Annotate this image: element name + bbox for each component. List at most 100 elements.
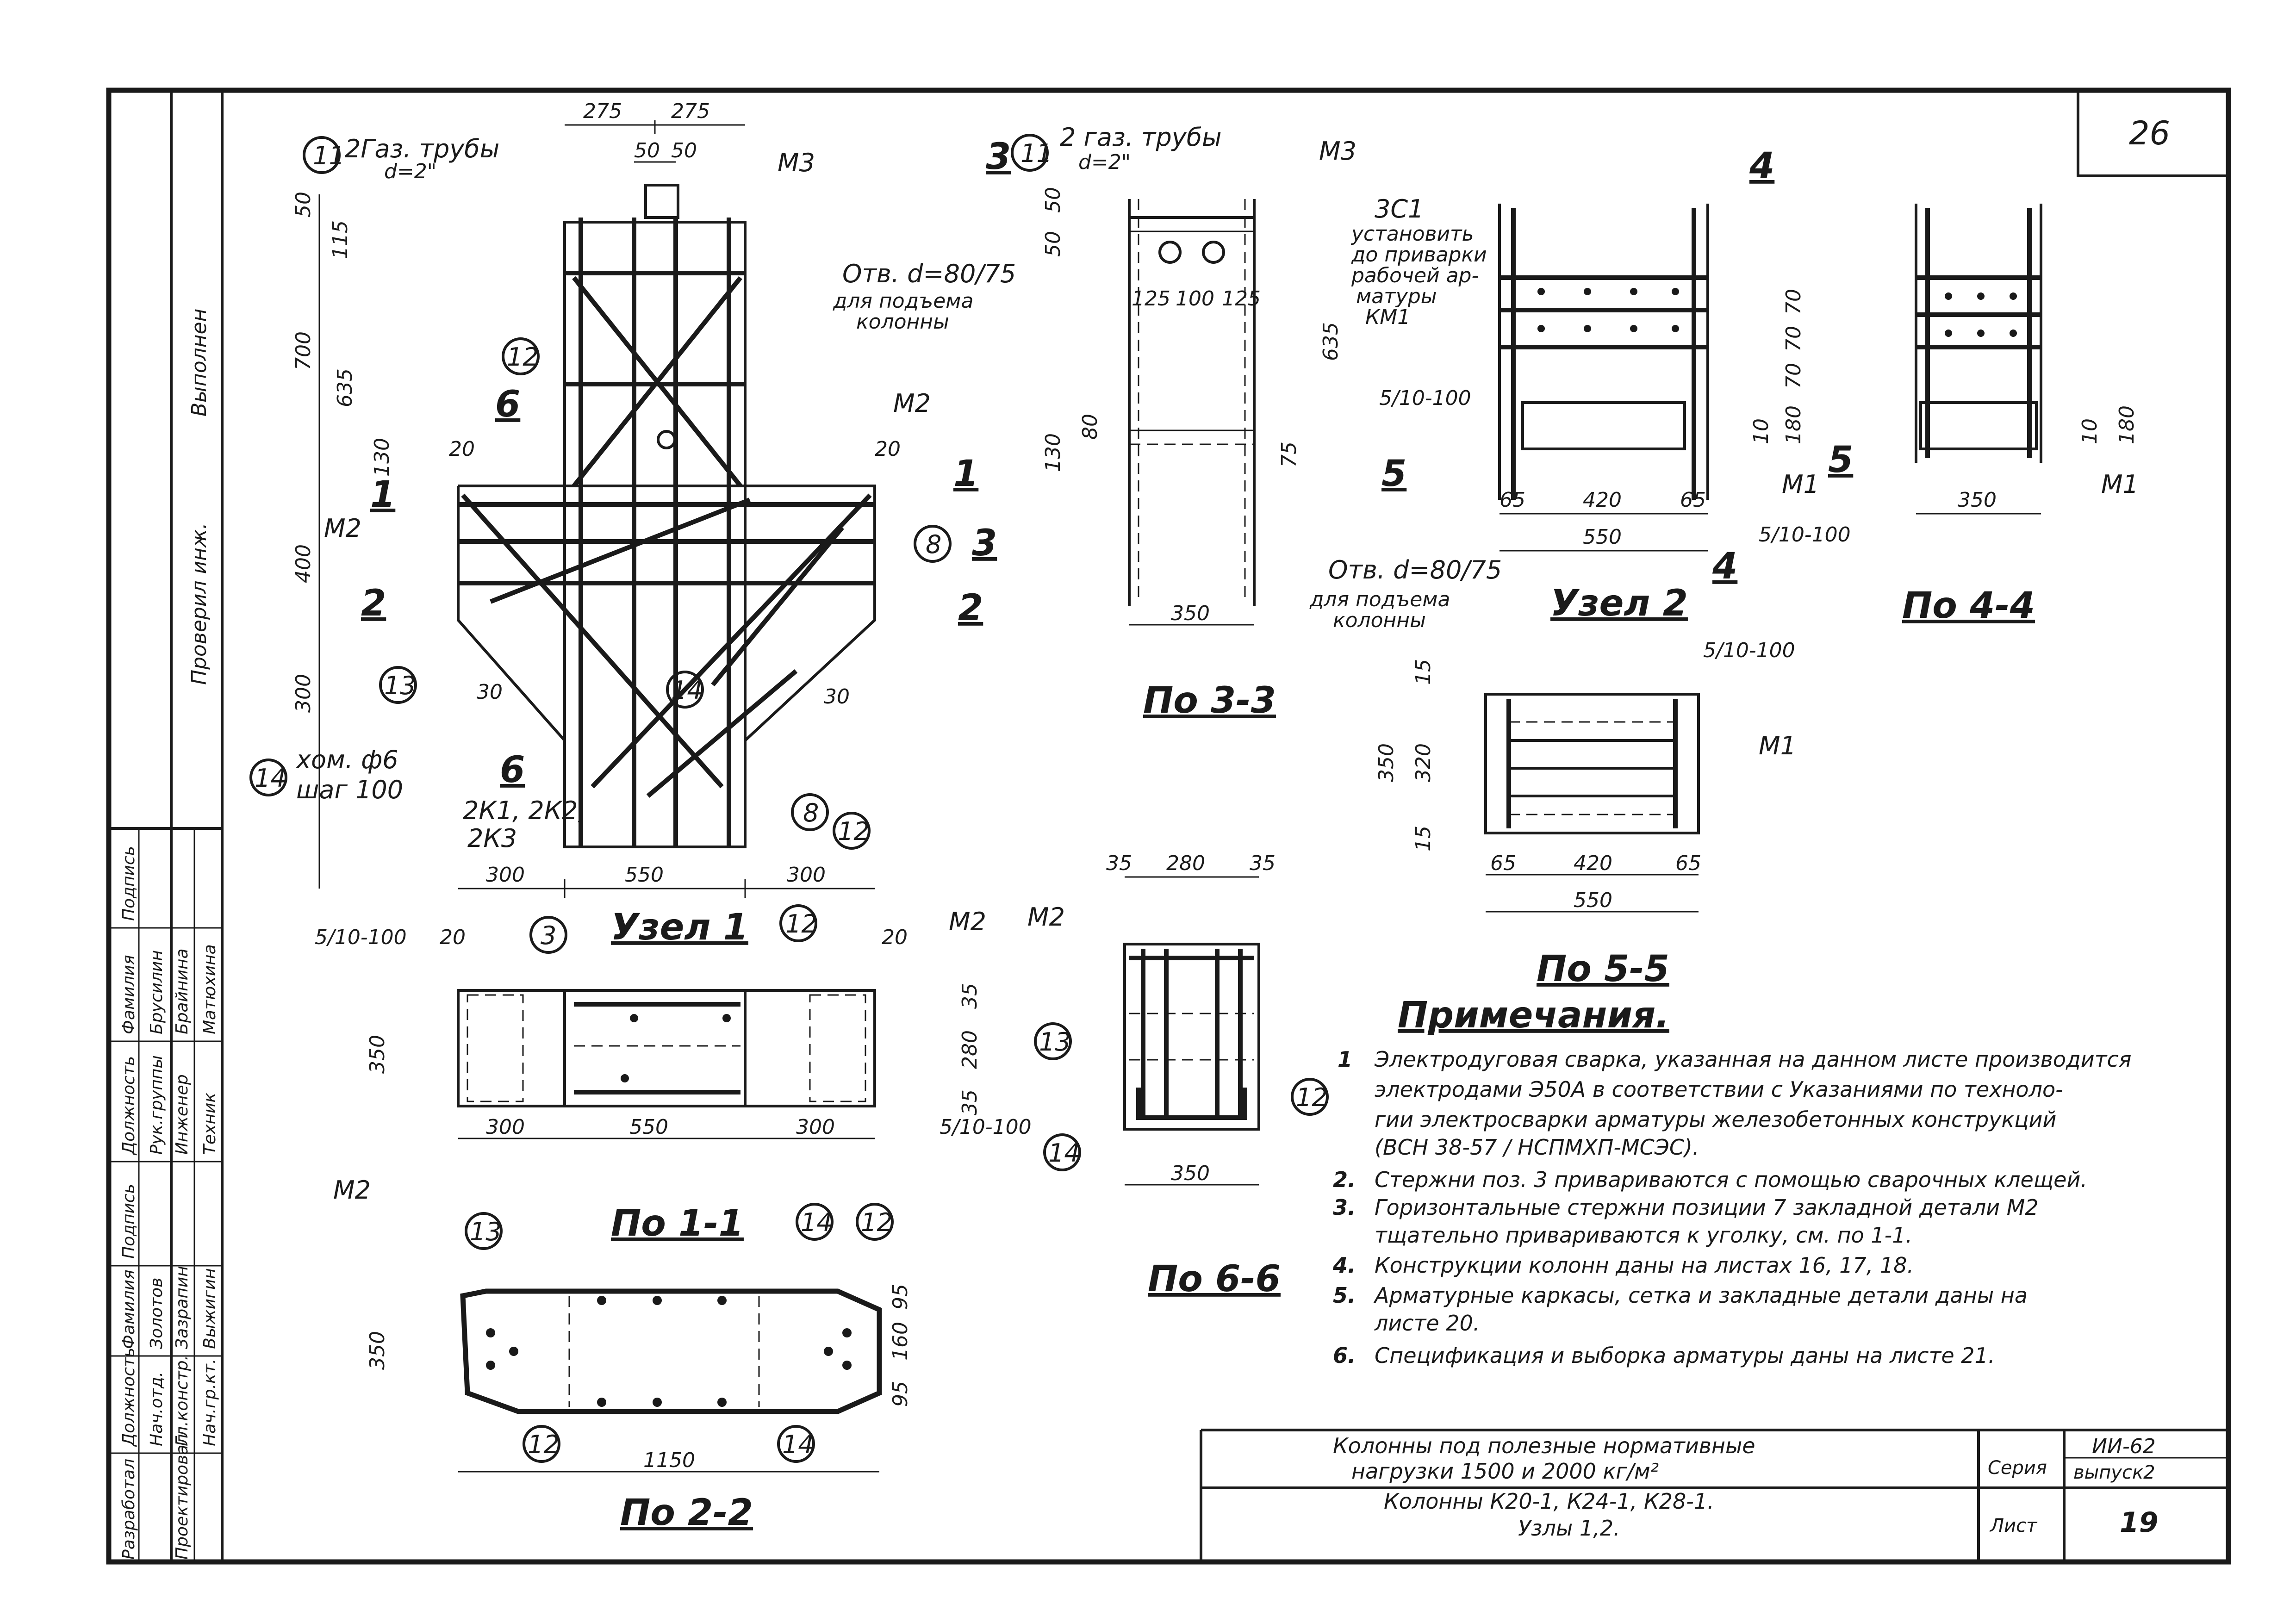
uzel2-dim-550: 550 [1583, 525, 1622, 549]
note-1-num: 1 [1338, 1047, 1352, 1072]
pa44-dim-350: 350 [1958, 488, 1997, 512]
uzel2-sec-5: 5 [1381, 453, 1406, 495]
stamp-fam-a: Фамилия [119, 955, 138, 1034]
pa11-weld: 5/10-100 [315, 926, 407, 949]
pa22-callout-12: 12 [861, 1208, 893, 1237]
pa33-dim-top-1: 125 [1132, 287, 1170, 311]
uzel1-title: Узел 1 [611, 907, 748, 948]
note-5-num: 5. [1333, 1283, 1356, 1308]
pa11-dim-right-3: 35 [958, 1089, 982, 1115]
uzel1-view: 275 275 50 50 50 115 700 635 130 400 300… [249, 99, 1016, 954]
uzel1-dim-20b: 20 [875, 437, 901, 461]
uzel1-sec-2: 2 [361, 583, 386, 624]
pa55-dim-bottom-2: 420 [1574, 852, 1612, 875]
subtitle-line-1: Колонны К20-1, К24-1, К28-1. [1384, 1489, 1714, 1514]
pa66-title: По 6-6 [1148, 1258, 1281, 1300]
pa11-title: По 1-1 [611, 1203, 744, 1244]
issue-value: выпуск2 [2073, 1462, 2155, 1483]
uzel1-dim-bottom-1: 300 [486, 863, 525, 887]
uzel1-callout-12b: 12 [838, 817, 870, 846]
uzel1-label-khom: хом. ф6 [295, 745, 398, 774]
stamp-podp-b: Подпись [119, 1184, 138, 1259]
uzel1-label-pipes-d: d=2" [384, 160, 436, 183]
pa22-callout-13: 13 [470, 1217, 502, 1246]
uzel2-label-3c1: 3С1 [1375, 194, 1424, 224]
uzel2-note-4: матуры [1356, 285, 1437, 308]
pa55-dim-bottom-1: 65 [1490, 852, 1516, 875]
uzel1-label-pipes: 2Газ. трубы [345, 134, 499, 163]
pa33-dim-left-1: 50 [1041, 187, 1065, 213]
pa11-dim-20b: 20 [882, 926, 908, 949]
pa66-dim-top-1: 35 [1106, 852, 1132, 875]
pa33-callout-11: 11 [1020, 139, 1052, 168]
uzel2-sec-5b: 5 [1828, 439, 1853, 481]
pa33-label-pipes-d: d=2" [1078, 150, 1131, 174]
uzel2-weld2: 5/10-100 [1759, 523, 1851, 547]
pa33-dim-top-2: 100 [1176, 287, 1214, 311]
uzel1-dim-bottom-3: 300 [787, 863, 826, 887]
uzel1-label-hole2: для подъема [833, 289, 973, 313]
note-5-line-1: Арматурные каркасы, сетка и закладные де… [1373, 1283, 2028, 1308]
uzel1-label-m2: М2 [893, 389, 931, 418]
stamp-podp-a: Подпись [119, 846, 138, 921]
pa44-view: 350 10 180 М1 По 4-4 [1902, 204, 2139, 627]
pa33-label-pipes: 2 газ. трубы [1060, 123, 1222, 152]
note-3-line-1: Горизонтальные стержни позиции 7 закладн… [1375, 1195, 2039, 1220]
pa44-dim-right-1: 10 [2078, 418, 2102, 444]
pa44-title: По 4-4 [1902, 585, 2035, 627]
uzel2-dim-right-5: 10 [1749, 418, 1773, 444]
uzel2-view: 65 420 65 550 70 70 70 180 10 3С1 устано… [1350, 145, 1853, 624]
pa11-callout-12: 12 [785, 909, 817, 939]
uzel1-label-hole: Отв. d=80/75 [842, 259, 1016, 288]
uzel1-sec-6: 6 [495, 384, 520, 425]
uzel1-dim-30b: 30 [824, 685, 850, 709]
sheet-frame: 26 [106, 87, 2231, 1565]
note-1-line-2: электродами Э50А в соответствии с Указан… [1375, 1077, 2063, 1102]
stamp-ruk-gr: Рук.группы [147, 1055, 166, 1155]
pa55-weld: 5/10-100 [1703, 639, 1795, 662]
stamp-proektiroval: Проектировал [173, 1434, 192, 1560]
uzel1-dim-left-7: 300 [292, 674, 315, 713]
pa33-title: По 3-3 [1143, 680, 1276, 721]
uzel1-label-shag: шаг 100 [296, 775, 403, 804]
pa11-dim-right-1: 35 [958, 983, 982, 1009]
uzel1-sec-1: 1 [370, 474, 395, 516]
page-number: 26 [2129, 114, 2170, 152]
pa55-dim-left-1: 15 [1412, 659, 1435, 685]
note-2-line-1: Стержни поз. 3 привариваются с помощью с… [1375, 1167, 2087, 1192]
pa11-dim-right-2: 280 [958, 1030, 982, 1069]
pa22-title: По 2-2 [620, 1492, 753, 1534]
uzel2-note-5: КМ1 [1365, 305, 1410, 329]
stamp-signature-note: Выполнен [187, 309, 211, 417]
note-5-line-2: листе 20. [1374, 1311, 1480, 1336]
pa22-view: 350 95 160 95 1150 13 14 12 12 14 По 2-2 [366, 1203, 912, 1534]
pa44-dim-right-2: 180 [2115, 405, 2139, 444]
uzel1-column-top [563, 221, 747, 487]
stamp-brusnin: Брусилин [147, 950, 166, 1034]
note-6-num: 6. [1333, 1343, 1356, 1368]
stamp-tekhnik: Техник [200, 1093, 219, 1155]
uzel1-dim-bottom-2: 550 [625, 863, 664, 887]
title-line-1: Колонны под полезные нормативные [1333, 1433, 1755, 1458]
uzel2-weld: 5/10-100 [1379, 386, 1471, 410]
pa66-dim-350: 350 [1171, 1162, 1210, 1185]
uzel1-callout-11: 11 [313, 141, 345, 170]
pa33-label-hole: Отв. d=80/75 [1328, 555, 1502, 585]
stamp-fam-b: Фамилия [119, 1269, 138, 1349]
title-block: Колонны под полезные нормативные нагрузк… [1200, 1429, 2228, 1562]
uzel1-dim-left-1: 50 [292, 192, 315, 218]
uzel2-title: Узел 2 [1550, 583, 1688, 624]
pa33-label-hole2: для подъема [1309, 588, 1450, 611]
pa66-callout-13: 13 [1039, 1027, 1071, 1057]
pa55-dim-550: 550 [1574, 889, 1612, 912]
uzel2-note-3: рабочей ар- [1351, 264, 1479, 287]
stamp-zazrapin: Зазрапин [173, 1266, 192, 1349]
note-4-line-1: Конструкции колонн даны на листах 16, 17… [1375, 1253, 1914, 1278]
uzel1-sec-3: 3 [972, 522, 997, 564]
title-line-2: нагрузки 1500 и 2000 кг/м² [1351, 1459, 1659, 1484]
uzel1-callout-8b: 8 [803, 798, 819, 827]
pa66-label-m2: М2 [1027, 902, 1065, 932]
pa11-view: 300 550 300 350 35 280 35 20 20 М2 М2 5/… [315, 904, 1032, 1244]
note-3-num: 3. [1333, 1195, 1356, 1220]
